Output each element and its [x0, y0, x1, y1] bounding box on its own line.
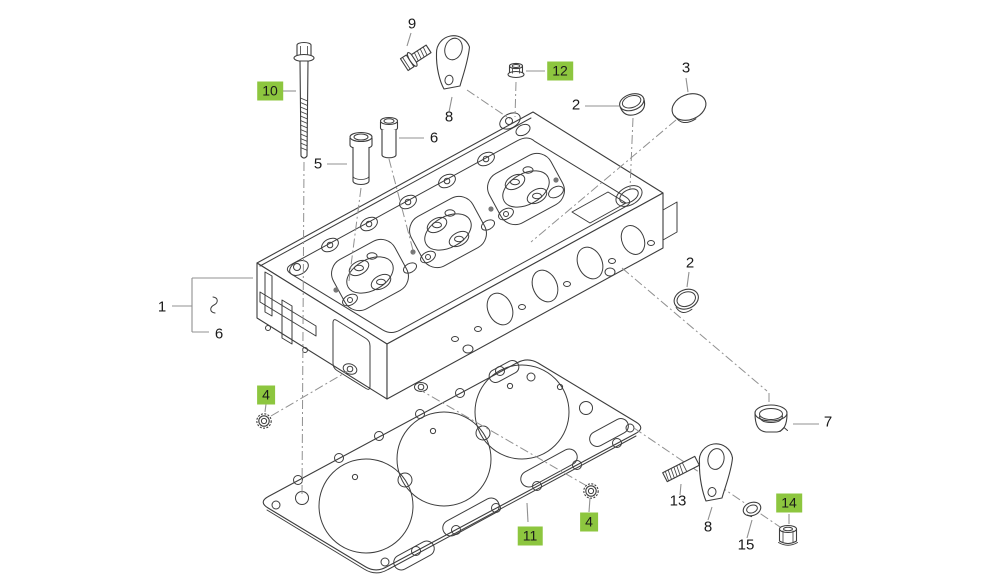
callout-14-highlighted[interactable]: 14 — [776, 493, 802, 513]
part-plug-disc-3 — [671, 93, 707, 123]
callout-6: 6 — [214, 325, 224, 343]
part-cylinder-head — [256, 111, 678, 400]
callout-1: 1 — [157, 298, 167, 316]
callout-9: 9 — [407, 15, 417, 33]
callout-4-highlighted[interactable]: 4 — [580, 512, 598, 532]
callout-6: 6 — [429, 129, 439, 147]
part-flange-nut-4-left — [256, 413, 272, 429]
callout-10-highlighted[interactable]: 10 — [257, 81, 283, 101]
callout-2: 2 — [571, 96, 581, 114]
callout-3: 3 — [681, 59, 691, 77]
part-bolt-9 — [399, 44, 432, 72]
bracket-1-6 — [172, 277, 253, 333]
callout-2: 2 — [685, 254, 695, 272]
part-seal-ring-2-right — [673, 288, 699, 313]
callout-12-highlighted[interactable]: 12 — [547, 61, 573, 81]
callout-4-highlighted[interactable]: 4 — [257, 385, 275, 405]
callout-8: 8 — [444, 108, 454, 126]
part-valve-guide-5 — [349, 131, 373, 186]
part-head-bolt-10 — [293, 41, 315, 159]
callout-5: 5 — [313, 155, 323, 173]
leader-lines — [264, 32, 819, 539]
callout-8: 8 — [703, 518, 713, 536]
part-cap-7 — [754, 404, 788, 433]
part-nut-12 — [507, 62, 525, 79]
part-lifting-eye-bottom — [698, 443, 734, 502]
part-valve-guide-6 — [379, 116, 399, 159]
guide-squiggle — [210, 296, 218, 314]
callout-15: 15 — [737, 536, 755, 554]
part-lifting-eye-top — [435, 35, 471, 90]
callout-7: 7 — [823, 413, 833, 431]
part-washer-15 — [742, 501, 762, 518]
part-flange-nut-4-right — [583, 483, 599, 499]
callout-11-highlighted[interactable]: 11 — [517, 526, 543, 546]
callout-13: 13 — [669, 492, 687, 510]
part-head-gasket — [262, 359, 642, 574]
part-cup-plug-2-top — [619, 93, 646, 116]
part-nut-14 — [778, 524, 798, 546]
